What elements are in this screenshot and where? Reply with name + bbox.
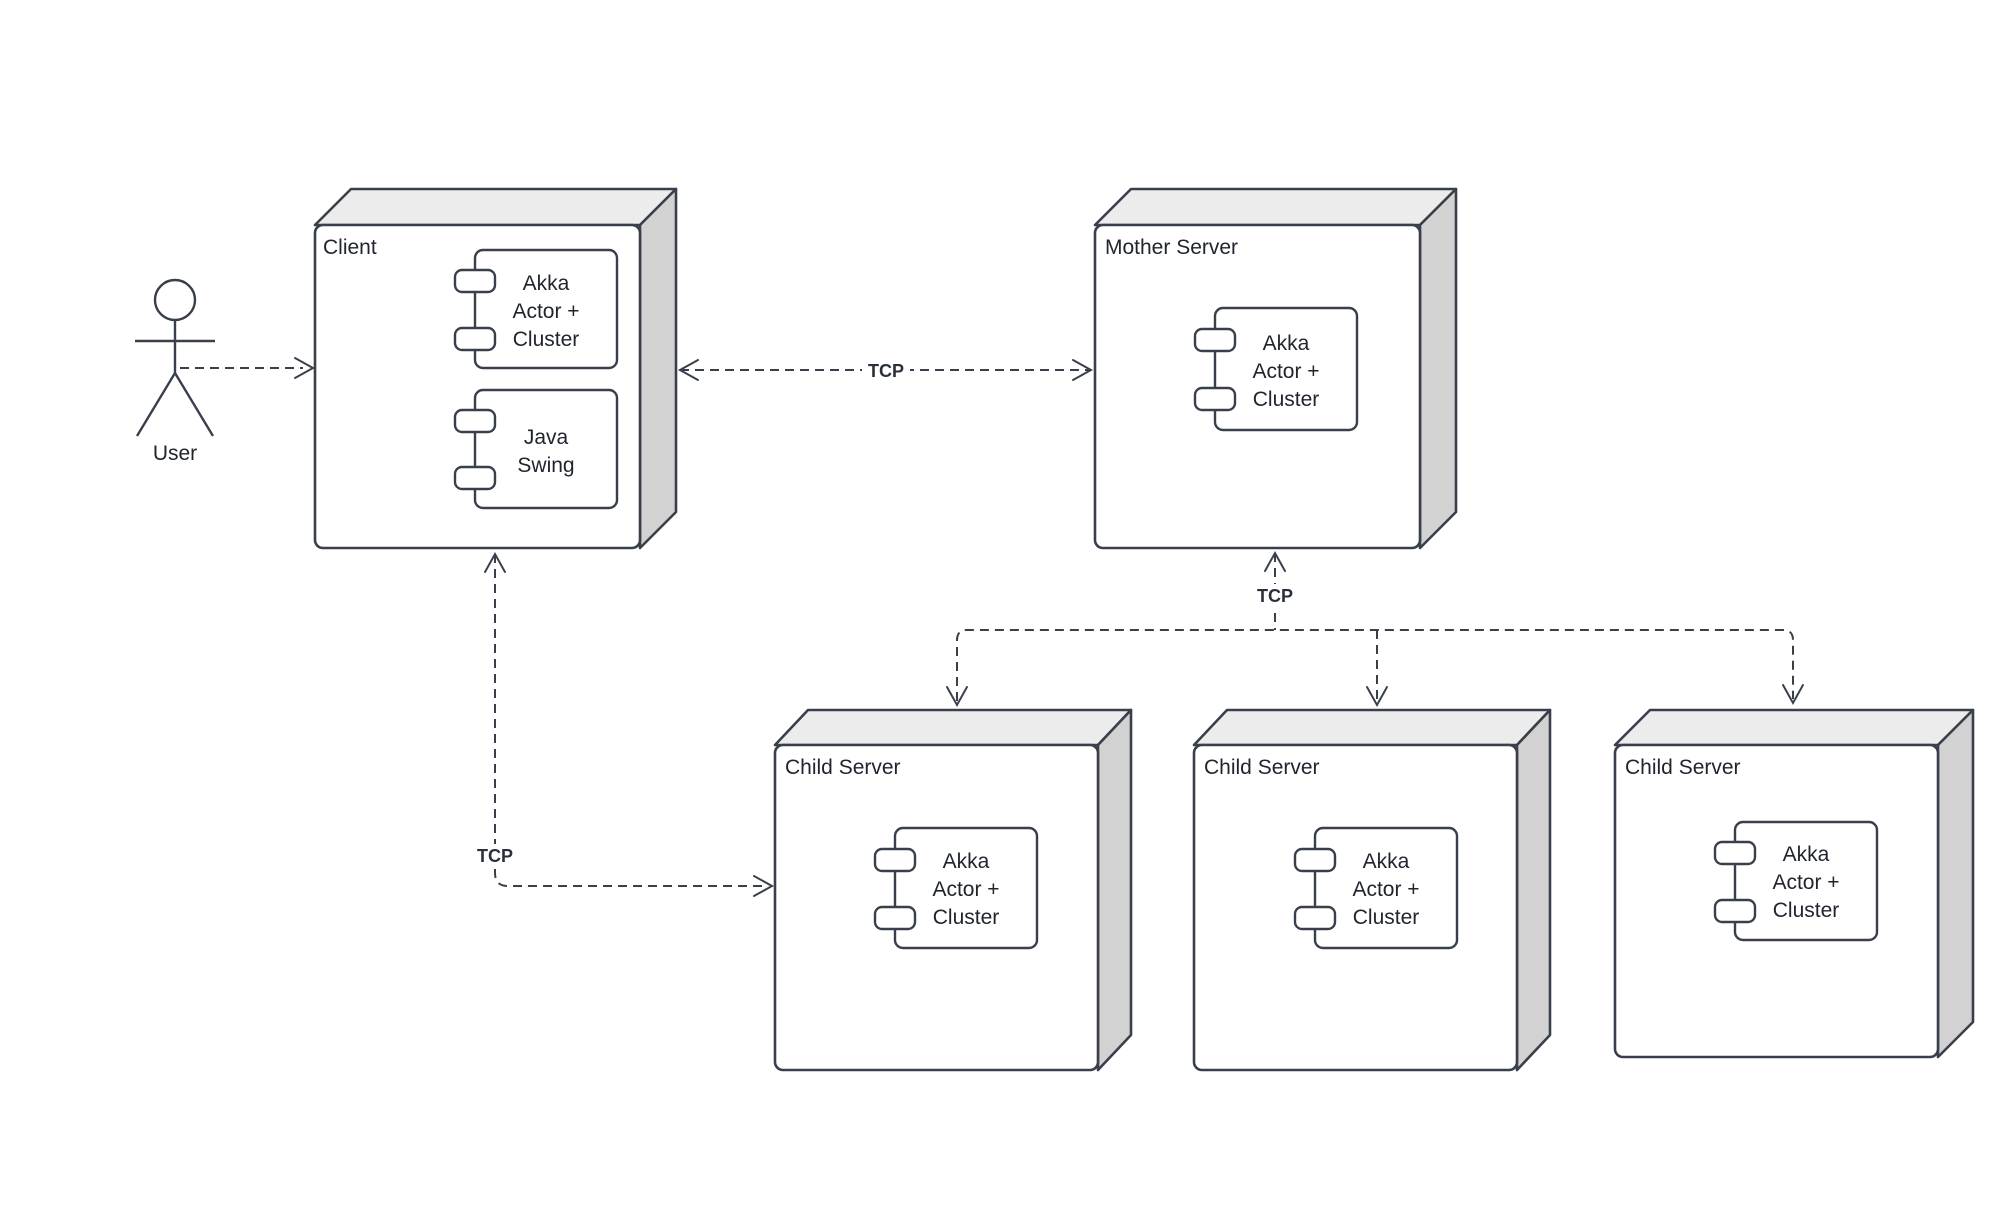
component-port-icon [453, 268, 497, 294]
component-label-line: Cluster [513, 328, 580, 351]
arrowhead-right-icon [753, 875, 775, 897]
mother-component-akka-actor-cluster: Akka Actor + Cluster [1193, 306, 1359, 432]
child-server-2-label: Child Server [1204, 756, 1320, 779]
mother-server-node: Mother Server Akka Actor + Cluster [1093, 187, 1458, 550]
component-label-line: Actor + [512, 300, 579, 323]
component-port-icon [453, 326, 497, 352]
component-port-icon [1293, 847, 1337, 873]
connector-user-client [180, 357, 316, 379]
branch-line [956, 629, 1794, 701]
tcp-label-background [862, 358, 910, 381]
component-port-icon [1713, 840, 1757, 866]
child-server-1-top-face [773, 708, 1133, 747]
child-server-3-side-face [1936, 708, 1975, 1059]
actor-label: User [153, 442, 197, 465]
child-server-3-label: Child Server [1625, 756, 1741, 779]
client-node: Client Akka Actor + Cluster Java Swing [313, 187, 678, 550]
component-label-line: Actor + [1352, 878, 1419, 901]
arrowhead-down-icon [1366, 686, 1388, 708]
child-server-2-node: Child Server Akka Actor + Cluster [1192, 708, 1552, 1072]
arrowhead-right-icon [294, 357, 316, 379]
mother-server-side-face [1418, 187, 1458, 550]
component-port-icon [453, 465, 497, 491]
arrowhead-up-icon [1264, 550, 1286, 572]
component-label-line: Cluster [1773, 899, 1840, 922]
child-server-1-node: Child Server Akka Actor + Cluster [773, 708, 1133, 1072]
component-label-line: Akka [943, 850, 990, 873]
child2-component-akka-actor-cluster: Akka Actor + Cluster [1293, 826, 1459, 950]
client-label: Client [323, 236, 377, 259]
connector-client-mother: TCP [677, 358, 1094, 381]
client-child1-line [494, 554, 764, 887]
component-label-line: Java [524, 426, 569, 449]
component-port-icon [873, 847, 917, 873]
component-label-line: Actor + [1252, 360, 1319, 383]
component-port-icon [1193, 327, 1237, 353]
component-label-line: Actor + [932, 878, 999, 901]
child-server-2-top-face [1192, 708, 1552, 747]
child-server-1-side-face [1096, 708, 1133, 1072]
component-port-icon [453, 408, 497, 434]
arrowhead-down-icon [946, 686, 968, 708]
arrowhead-left-icon [677, 359, 699, 381]
tcp-label: TCP [868, 361, 904, 381]
mother-server-label: Mother Server [1105, 236, 1238, 259]
component-box [1733, 820, 1879, 942]
client-component-akka-actor-cluster: Akka Actor + Cluster [453, 248, 619, 370]
component-box [1313, 826, 1459, 950]
mother-server-top-face [1093, 187, 1458, 227]
arrowhead-up-icon [484, 551, 506, 573]
tcp-label: TCP [1257, 586, 1293, 606]
component-label-line: Cluster [933, 906, 1000, 929]
client-component-java-swing: Java Swing [453, 388, 619, 510]
component-label-line: Cluster [1353, 906, 1420, 929]
component-port-icon [1713, 898, 1757, 924]
actor-head [153, 278, 197, 322]
tcp-label-background [1251, 584, 1299, 607]
arrowhead-right-icon [1072, 359, 1094, 381]
tcp-label-background [471, 844, 519, 867]
actor-legs [135, 372, 215, 437]
child1-component-akka-actor-cluster: Akka Actor + Cluster [873, 826, 1039, 950]
component-box [893, 826, 1039, 950]
client-top-face [313, 187, 678, 227]
arrowhead-down-icon [1782, 684, 1804, 706]
component-label-line: Actor + [1772, 871, 1839, 894]
child-server-2-side-face [1515, 708, 1552, 1072]
component-box [473, 248, 619, 370]
client-side-face [638, 187, 678, 550]
component-label-line: Akka [1263, 332, 1310, 355]
component-box [473, 388, 619, 510]
component-label-line: Akka [1783, 843, 1830, 866]
component-label-line: Akka [523, 272, 570, 295]
component-label-line: Swing [517, 454, 574, 477]
user-actor: User [135, 278, 215, 465]
component-port-icon [1193, 386, 1237, 412]
child-server-3-node: Child Server Akka Actor + Cluster [1613, 708, 1975, 1059]
component-box [1213, 306, 1359, 432]
component-label-line: Cluster [1253, 388, 1320, 411]
connector-mother-children: TCP [946, 550, 1804, 708]
child-server-1-label: Child Server [785, 756, 901, 779]
tcp-label: TCP [477, 846, 513, 866]
child-server-3-top-face [1613, 708, 1975, 747]
connector-client-child1: TCP [471, 551, 775, 897]
component-port-icon [1293, 905, 1337, 931]
component-port-icon [873, 905, 917, 931]
child3-component-akka-actor-cluster: Akka Actor + Cluster [1713, 820, 1879, 942]
component-label-line: Akka [1363, 850, 1410, 873]
